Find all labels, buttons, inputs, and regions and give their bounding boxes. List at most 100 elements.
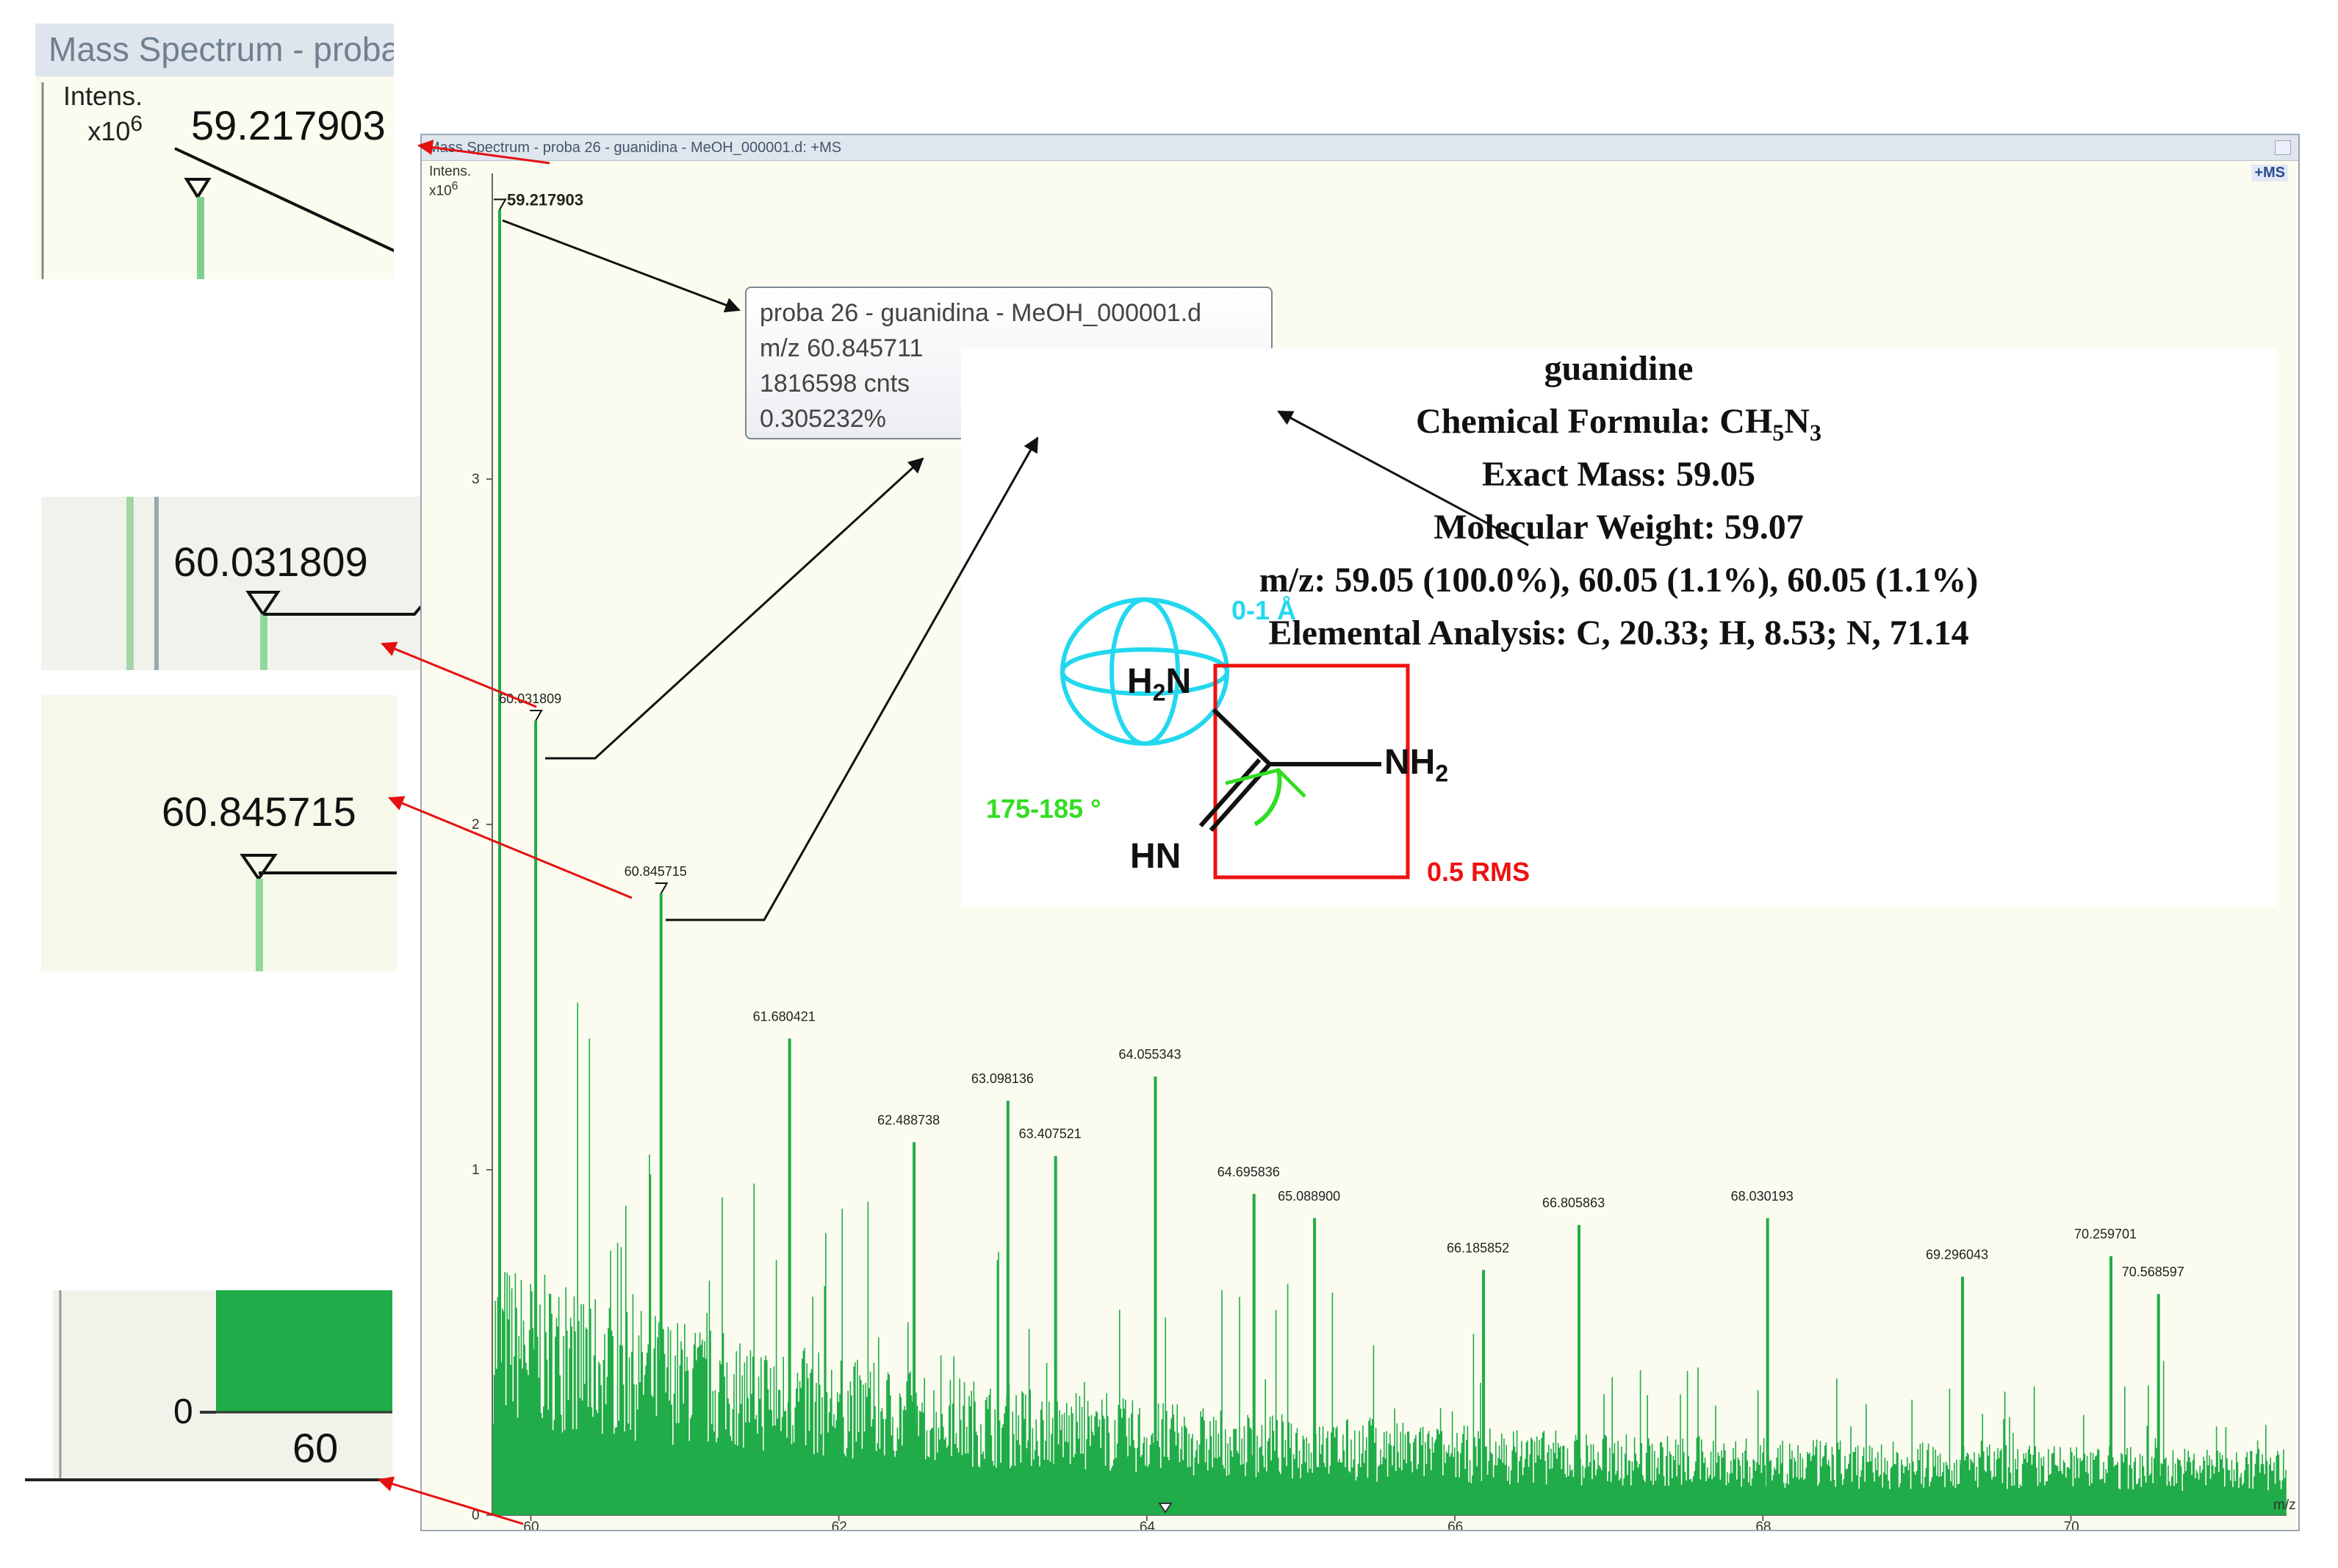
peak-label-13: 69.296043 bbox=[1926, 1248, 1988, 1262]
x-tick-label-3: 66 bbox=[1447, 1520, 1463, 1530]
inset-top: Mass Spectrum - proba Intens. x106 59.21… bbox=[35, 24, 394, 279]
atom-nh2-sub: 2 bbox=[1435, 760, 1449, 787]
peak-bar-8 bbox=[1252, 1193, 1256, 1515]
inset-label-59: 59.217903 bbox=[191, 102, 386, 148]
x-tick-label-5: 70 bbox=[2064, 1520, 2079, 1530]
inset-top-graphic bbox=[41, 82, 394, 279]
peak-bar-1 bbox=[534, 721, 538, 1515]
peak-bar-6 bbox=[1054, 1156, 1057, 1515]
inset-3-graphic bbox=[240, 854, 397, 971]
y-axis-power: 6 bbox=[451, 180, 458, 193]
inset-label-60031809: 60.031809 bbox=[173, 539, 368, 585]
inset-2-graphic bbox=[126, 497, 423, 670]
rms-label: 0.5 RMS bbox=[1427, 857, 1531, 887]
y-tick-label-3: 3 bbox=[472, 472, 480, 487]
peak-bar-12 bbox=[1766, 1218, 1769, 1515]
peak-label-11: 66.805863 bbox=[1542, 1195, 1605, 1210]
x-tick-label-1: 62 bbox=[832, 1520, 847, 1530]
compound-name: guanidine bbox=[1544, 349, 1694, 388]
inset-intens-text: Intens. bbox=[63, 81, 143, 111]
peak-bar-0 bbox=[498, 209, 501, 1515]
peak-label-6: 63.407521 bbox=[1019, 1126, 1082, 1141]
peak-label-4: 62.488738 bbox=[877, 1112, 940, 1127]
angle-label: 175-185 ° bbox=[986, 794, 1101, 824]
noise-bars bbox=[492, 1002, 2287, 1515]
cursor-marker bbox=[1158, 1503, 1173, 1514]
compound-info-panel: guanidine Chemical Formula: CH5N3 Exact … bbox=[961, 348, 2276, 907]
atom-h2n-n: N bbox=[1165, 662, 1192, 701]
formula-n-sub: 3 bbox=[1809, 419, 1821, 446]
inset-intens-pow: 6 bbox=[130, 112, 143, 136]
inset-bottom-baseline bbox=[25, 1478, 392, 1481]
tooltip-counts: 1816598 cnts bbox=[760, 370, 910, 398]
peak-label-15: 70.568597 bbox=[2122, 1265, 2184, 1279]
x-tick-label-4: 68 bbox=[1755, 1520, 1771, 1530]
inset-4-graphic bbox=[53, 1290, 392, 1481]
y-axis-multiplier: x10 bbox=[429, 183, 452, 199]
peak-bar-10 bbox=[1482, 1270, 1486, 1515]
peak-bar-4 bbox=[913, 1142, 916, 1515]
peak-bar-9 bbox=[1313, 1218, 1317, 1515]
peak-bar-11 bbox=[1578, 1225, 1581, 1515]
noise-forest bbox=[492, 1002, 2287, 1515]
peak-marker-1 bbox=[530, 710, 543, 722]
bond-c-n-double-2 bbox=[1198, 758, 1262, 827]
peak-bar-14 bbox=[2109, 1256, 2112, 1515]
peak-label-0: 59.217903 bbox=[507, 190, 583, 209]
inset-intens-exp: x10 bbox=[87, 116, 131, 146]
tooltip-file: proba 26 - guanidina - MeOH_000001.d bbox=[760, 299, 1202, 327]
peak-label-3: 61.680421 bbox=[753, 1009, 816, 1024]
atom-hn: HN bbox=[1130, 837, 1181, 876]
green-angle-arc bbox=[1253, 769, 1282, 827]
y-axis-label: Intens. x106 bbox=[429, 165, 471, 198]
peak-bar-5 bbox=[1006, 1101, 1010, 1515]
cyan-sphere-equator bbox=[1060, 647, 1229, 696]
y-tick-label-0: 0 bbox=[472, 1508, 480, 1523]
peak-label-1: 60.031809 bbox=[499, 691, 561, 706]
inset-label-60845715: 60.845715 bbox=[162, 788, 356, 835]
peak-bar-2 bbox=[659, 893, 663, 1515]
peak-bar-7 bbox=[1154, 1076, 1157, 1515]
window-close-icon[interactable] bbox=[2275, 140, 2291, 155]
x-axis-label: m/z bbox=[2273, 1497, 2296, 1513]
mode-badge: +MS bbox=[2251, 165, 2288, 181]
peak-label-9: 65.088900 bbox=[1278, 1189, 1340, 1204]
formula-n: N bbox=[1784, 402, 1810, 441]
compound-mz: m/z: 59.05 (100.0%), 60.05 (1.1%), 60.05… bbox=[1259, 561, 1979, 600]
peak-label-2: 60.845715 bbox=[625, 864, 687, 879]
formula-ch: CH bbox=[1719, 402, 1773, 441]
inset-60031809: 60.031809 bbox=[41, 497, 423, 670]
guanidine-structure bbox=[1060, 597, 1410, 880]
atom-h2n-h: H bbox=[1127, 662, 1153, 701]
peak-label-14: 70.259701 bbox=[2074, 1227, 2137, 1242]
peak-bar-13 bbox=[1960, 1276, 1964, 1515]
peak-marker-0 bbox=[494, 198, 507, 210]
y-axis-title: Intens. bbox=[429, 164, 472, 179]
y-tick-label-1: 1 bbox=[472, 1162, 480, 1178]
peak-label-10: 66.185852 bbox=[1447, 1240, 1509, 1255]
mass-spectrum-window: Mass Spectrum - proba 26 - guanidina - M… bbox=[420, 134, 2300, 1531]
inset-60-label: 60 bbox=[292, 1425, 339, 1471]
green-angle-arc-2 bbox=[1225, 768, 1306, 798]
x-tick-label-0: 60 bbox=[523, 1520, 539, 1530]
tooltip-percent: 0.305232% bbox=[760, 405, 887, 433]
compound-elemental: Elemental Analysis: C, 20.33; H, 8.53; N… bbox=[1268, 614, 1969, 652]
inset-zero-label: 0 bbox=[173, 1392, 193, 1431]
red-rms-box bbox=[1213, 663, 1410, 880]
atom-h2n: H2N bbox=[1127, 661, 1191, 707]
bond-c-n-upper bbox=[1212, 708, 1272, 766]
inset-bottom: 0 60 bbox=[53, 1290, 392, 1481]
peak-label-7: 64.055343 bbox=[1118, 1047, 1181, 1062]
peak-bar-15 bbox=[2157, 1294, 2160, 1515]
atom-nh2: NH2 bbox=[1384, 742, 1448, 788]
atom-h2n-sub: 2 bbox=[1152, 679, 1166, 706]
formula-h-sub: 5 bbox=[1772, 419, 1785, 446]
cyan-sphere-meridian bbox=[1109, 597, 1180, 746]
peak-marker-2 bbox=[655, 882, 669, 894]
distance-label: 0-1 Å bbox=[1231, 595, 1297, 625]
x-tick-label-2: 64 bbox=[1140, 1520, 1156, 1530]
peak-label-5: 63.098136 bbox=[971, 1071, 1034, 1086]
window-title: Mass Spectrum - proba 26 - guanidina - M… bbox=[422, 135, 2298, 161]
inset-title: Mass Spectrum - proba bbox=[35, 24, 394, 76]
atom-nh2-nh: NH bbox=[1384, 743, 1436, 782]
